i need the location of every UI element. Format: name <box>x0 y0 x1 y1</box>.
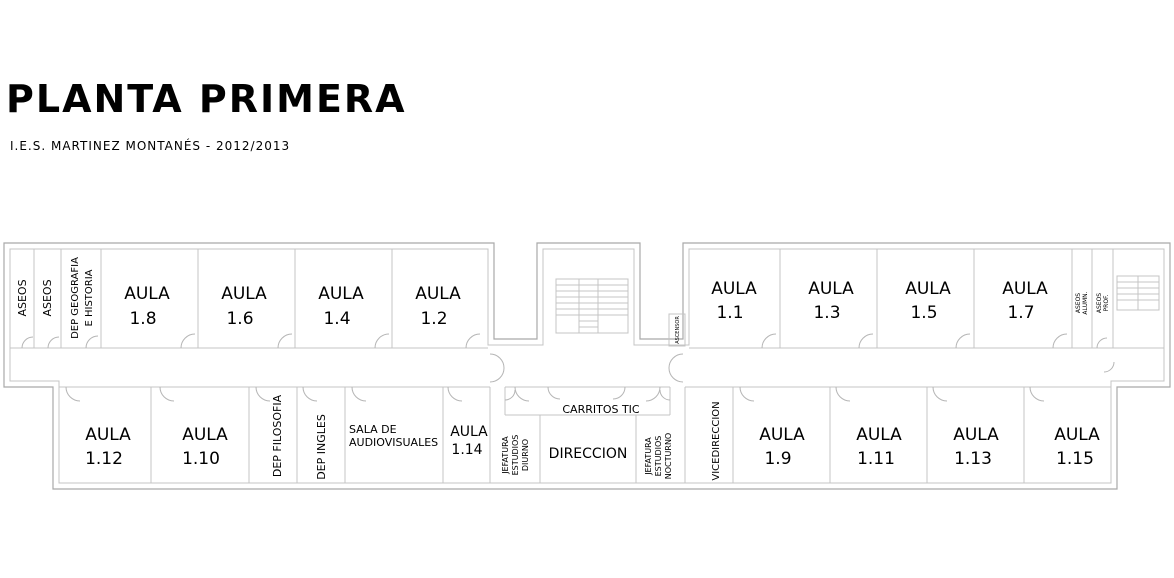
room-aula-1-4-number: 1.4 <box>323 309 350 329</box>
room-aula-1-14-label: AULA <box>450 424 488 440</box>
room-sala-audiovisuales-line2: AUDIOVISUALES <box>349 436 438 449</box>
room-aula-1-3-number: 1.3 <box>813 303 840 323</box>
room-aseos-alumn-line1: ASEOS <box>1075 293 1082 313</box>
room-aula-1-10-label: AULA <box>182 425 228 445</box>
corridor <box>10 347 1164 388</box>
room-aseos-alumn-line2: ALUMN. <box>1082 291 1089 314</box>
room-aula-1-9-label: AULA <box>759 425 805 445</box>
room-jefatura-nocturno-line2: ESTUDIOS <box>654 436 663 477</box>
partitions-bottom <box>150 387 1025 483</box>
plan-title: PLANTA PRIMERA <box>6 77 407 121</box>
room-aula-1-9-number: 1.9 <box>764 449 791 469</box>
room-jefatura-nocturno-line3: NOCTURNO <box>664 433 673 479</box>
room-aula-1-2-number: 1.2 <box>420 309 447 329</box>
room-aula-1-11-number: 1.11 <box>857 449 895 469</box>
room-aula-1-14-number: 1.14 <box>451 442 482 458</box>
room-aula-1-10-number: 1.10 <box>182 449 220 469</box>
room-aseos-1: ASEOS <box>16 279 29 316</box>
room-aula-1-12-label: AULA <box>85 425 131 445</box>
room-dep-filosofia: DEP FILOSOFIA <box>271 394 284 477</box>
room-aseos-prof-line1: ASEOS <box>1096 293 1103 313</box>
room-aula-1-7-number: 1.7 <box>1007 303 1034 323</box>
room-jefatura-diurno-line3: DIURNO <box>521 439 530 471</box>
room-direccion: DIRECCION <box>549 446 628 462</box>
room-jefatura-diurno-line2: ESTUDIOS <box>511 435 520 476</box>
room-aula-1-1-number: 1.1 <box>716 303 743 323</box>
room-aula-1-6-number: 1.6 <box>226 309 253 329</box>
room-carritos-tic: CARRITOS TIC <box>562 403 640 416</box>
room-aula-1-5-label: AULA <box>905 279 951 299</box>
partitions-top-left <box>33 249 393 348</box>
room-aula-1-8-label: AULA <box>124 284 170 304</box>
room-aula-1-3-label: AULA <box>808 279 854 299</box>
room-vicedireccion: VICEDIRECCION <box>711 401 722 480</box>
room-dep-ingles: DEP INGLES <box>315 414 328 480</box>
room-ascensor: ASCENSOR <box>675 316 681 344</box>
room-jefatura-nocturno-line1: JEFATURA <box>644 437 653 476</box>
room-aula-1-7-label: AULA <box>1002 279 1048 299</box>
room-aula-1-1-label: AULA <box>711 279 757 299</box>
room-aula-1-13-number: 1.13 <box>954 449 992 469</box>
plan-subtitle: I.E.S. MARTINEZ MONTANÉS - 2012/2013 <box>10 139 291 153</box>
partitions-top-right <box>668 249 1114 348</box>
room-dep-geografia-line2: E HISTORIA <box>84 269 95 326</box>
room-aula-1-11-label: AULA <box>856 425 902 445</box>
room-aseos-prof-line2: PROF. <box>1103 294 1110 311</box>
room-jefatura-diurno-line1: JEFATURA <box>501 436 510 475</box>
room-aula-1-5-number: 1.5 <box>910 303 937 323</box>
room-aula-1-4-label: AULA <box>318 284 364 304</box>
room-aseos-2: ASEOS <box>41 279 54 316</box>
room-sala-audiovisuales-line1: SALA DE <box>349 423 397 436</box>
room-aula-1-8-number: 1.8 <box>129 309 156 329</box>
outer-wall <box>3 242 1171 490</box>
room-aula-1-15-label: AULA <box>1054 425 1100 445</box>
room-aula-1-12-number: 1.12 <box>85 449 123 469</box>
inner-wall <box>9 248 1165 484</box>
room-aula-1-2-label: AULA <box>415 284 461 304</box>
stairs-center <box>555 278 629 334</box>
room-aula-1-15-number: 1.15 <box>1056 449 1094 469</box>
stairs-right <box>1116 275 1160 311</box>
door-swings <box>21 333 1115 402</box>
room-aula-1-13-label: AULA <box>953 425 999 445</box>
room-dep-geografia-line1: DEP GEOGRAFIA <box>70 257 81 339</box>
room-aula-1-6-label: AULA <box>221 284 267 304</box>
